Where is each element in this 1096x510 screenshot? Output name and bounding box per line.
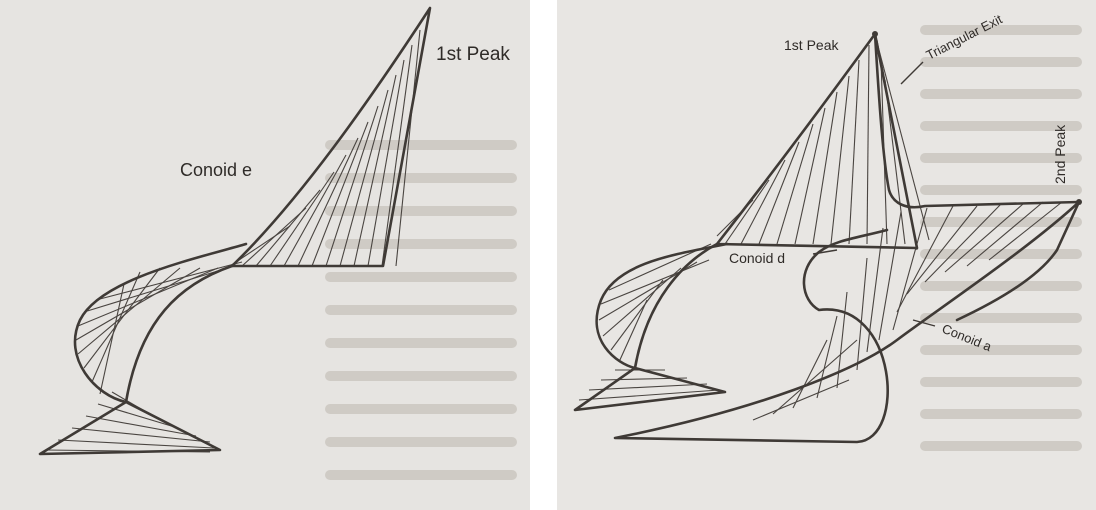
right-conoid-d-leader xyxy=(812,249,838,255)
right-conoid-a-label: Conoid a xyxy=(940,321,995,355)
panel-gap xyxy=(530,0,557,510)
right-diagram: 1st Peak Triangular Exit 2nd Peak Conoid… xyxy=(573,11,1082,444)
right-panel: 1st Peak Triangular Exit 2nd Peak Conoid… xyxy=(557,0,1096,510)
right-first-peak-point xyxy=(872,31,878,37)
right-upper-hatch xyxy=(716,44,906,245)
right-inner-edge-outline xyxy=(633,242,719,370)
right-conoid-a-leader xyxy=(912,319,936,327)
right-exit-leader xyxy=(900,61,924,85)
right-second-peak-point xyxy=(1076,199,1082,205)
right-second-peak-label: 2nd Peak xyxy=(1052,124,1068,184)
left-middle-curve-outline xyxy=(73,242,248,404)
right-second-peak-outline xyxy=(955,200,1081,322)
left-upper-hatch xyxy=(229,29,421,267)
right-lower-triangle-outline xyxy=(573,366,727,412)
right-band-outline xyxy=(613,200,1081,444)
left-lower-hatch xyxy=(45,391,215,453)
right-exit-outline xyxy=(873,32,1081,209)
left-panel: 1st Peak Conoid e xyxy=(0,0,530,510)
right-band-hatch xyxy=(752,201,1063,421)
left-upper-triangle-outline xyxy=(230,6,432,268)
left-conoid-label: Conoid e xyxy=(180,160,252,180)
right-triangular-exit-label: Triangular Exit xyxy=(924,11,1005,62)
right-upper-triangle-outline xyxy=(715,32,919,250)
right-exit-hatch xyxy=(876,39,930,251)
right-conoid-d-label: Conoid d xyxy=(729,250,785,266)
left-first-peak-label: 1st Peak xyxy=(436,44,510,65)
left-inner-edge-outline xyxy=(124,264,234,404)
left-background-text-lines xyxy=(325,140,517,480)
left-middle-hatch xyxy=(75,261,243,395)
left-diagram: 1st Peak Conoid e xyxy=(38,6,510,456)
right-first-peak-label: 1st Peak xyxy=(784,37,839,53)
right-left-curve-outline xyxy=(595,242,729,370)
left-lower-triangle-outline xyxy=(38,400,222,456)
right-background-text-lines xyxy=(920,25,1082,451)
